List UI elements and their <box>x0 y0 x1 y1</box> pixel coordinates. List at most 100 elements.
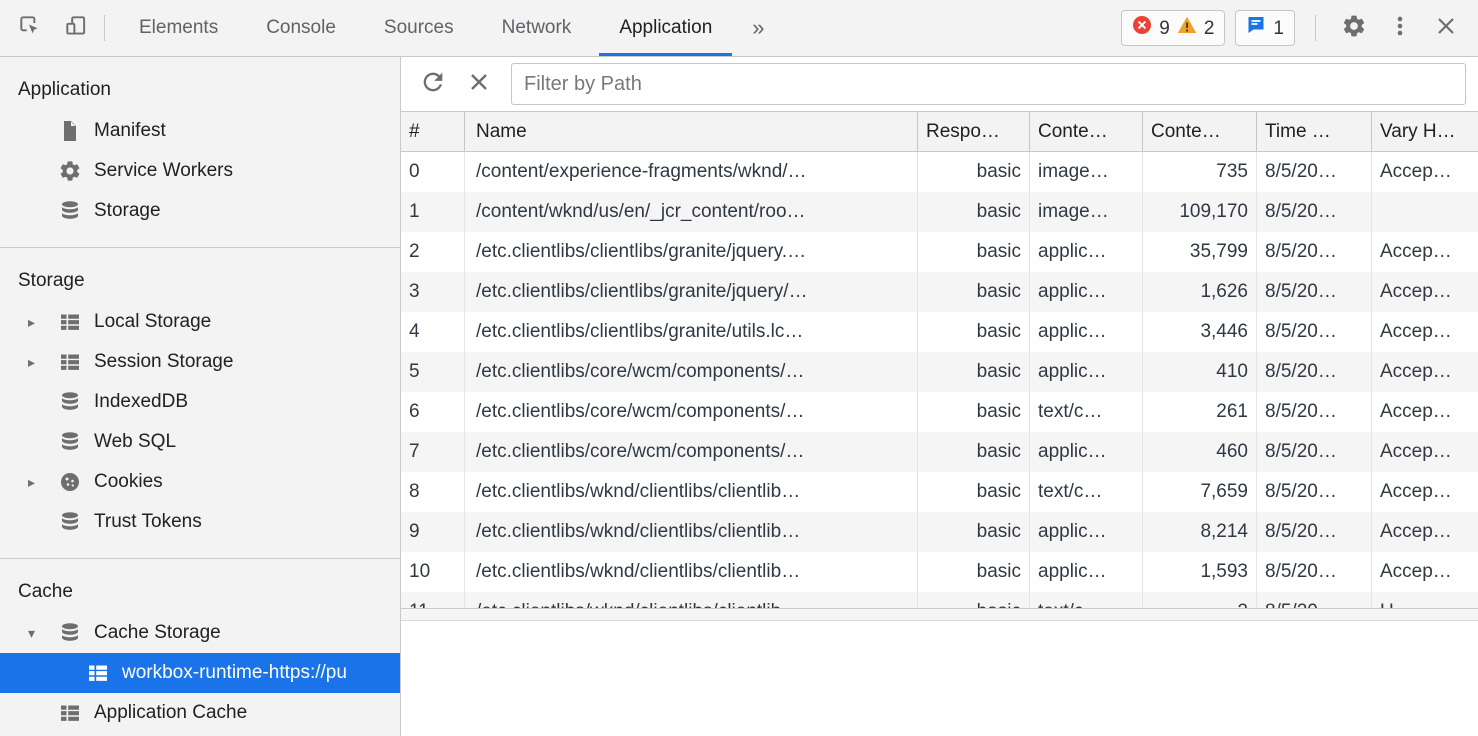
console-messages-badge[interactable]: 1 <box>1235 10 1295 46</box>
section-title: Application <box>0 57 400 111</box>
sidebar-item-local-storage[interactable]: ▸ Local Storage <box>0 302 400 342</box>
inspect-element-button[interactable] <box>12 10 48 46</box>
expander-collapsed-icon[interactable]: ▸ <box>28 354 58 371</box>
sidebar-item-storage[interactable]: Storage <box>0 191 400 231</box>
column-header-name[interactable]: Name <box>465 112 918 151</box>
console-issues-badge[interactable]: 9 2 <box>1121 10 1225 46</box>
table-row[interactable]: 10/etc.clientlibs/wknd/clientlibs/client… <box>401 552 1478 592</box>
table-cell: applic… <box>1030 312 1143 352</box>
table-cell: 8/5/20… <box>1257 352 1372 392</box>
table-cell: /etc.clientlibs/core/wcm/components/… <box>465 352 918 392</box>
table-cell: /etc.clientlibs/wknd/clientlibs/clientli… <box>465 472 918 512</box>
table-cell: Accep… <box>1372 352 1478 392</box>
table-cell: /etc.clientlibs/wknd/clientlibs/clientli… <box>465 552 918 592</box>
table-row[interactable]: 1/content/wknd/us/en/_jcr_content/roo…ba… <box>401 192 1478 232</box>
tab-network[interactable]: Network <box>478 0 596 56</box>
sidebar: ApplicationManifestService WorkersStorag… <box>0 57 401 736</box>
sidebar-item-cookies[interactable]: ▸Cookies <box>0 462 400 502</box>
sidebar-item-label: Cache Storage <box>94 622 221 644</box>
table-cell: Accep… <box>1372 152 1478 192</box>
sidebar-item-workbox-runtime-https-pu[interactable]: workbox-runtime-https://pu <box>0 653 400 693</box>
table-row[interactable]: 7/etc.clientlibs/core/wcm/components/…ba… <box>401 432 1478 472</box>
horizontal-scrollbar[interactable] <box>401 608 1478 621</box>
table-cell: 2 <box>401 232 465 272</box>
table-row[interactable]: 5/etc.clientlibs/core/wcm/components/…ba… <box>401 352 1478 392</box>
sidebar-item-application-cache[interactable]: Application Cache <box>0 693 400 733</box>
expander-collapsed-icon[interactable]: ▸ <box>28 474 58 491</box>
three-dots-icon <box>1387 13 1413 44</box>
column-header-vary-h[interactable]: Vary H… <box>1372 112 1478 151</box>
table-row[interactable]: 9/etc.clientlibs/wknd/clientlibs/clientl… <box>401 512 1478 552</box>
more-options-button[interactable] <box>1382 10 1418 46</box>
tab-application[interactable]: Application <box>595 0 736 56</box>
table-cell: 7 <box>401 432 465 472</box>
table-cell: 35,799 <box>1143 232 1257 272</box>
sidebar-item-session-storage[interactable]: ▸ Session Storage <box>0 342 400 382</box>
expander-expanded-icon[interactable]: ▾ <box>28 625 58 642</box>
column-header-conte[interactable]: Conte… <box>1030 112 1143 151</box>
table-icon <box>58 310 84 334</box>
sidebar-item-label: IndexedDB <box>94 391 188 413</box>
sidebar-section-storage: Storage▸Local Storage▸Session StorageInd… <box>0 248 400 559</box>
column-header-conte[interactable]: Conte… <box>1143 112 1257 151</box>
table-cell: /etc.clientlibs/clientlibs/granite/utils… <box>465 312 918 352</box>
table-cell: 8/5/20… <box>1257 232 1372 272</box>
table-row[interactable]: 6/etc.clientlibs/core/wcm/components/…ba… <box>401 392 1478 432</box>
database-icon <box>58 390 84 414</box>
table-cell: basic <box>918 352 1030 392</box>
message-bubble-icon <box>1246 15 1266 41</box>
sidebar-item-service-workers[interactable]: Service Workers <box>0 151 400 191</box>
table-cell: 8/5/20… <box>1257 152 1372 192</box>
refresh-button[interactable] <box>413 64 453 104</box>
sidebar-item-indexeddb[interactable]: IndexedDB <box>0 382 400 422</box>
inspect-cursor-icon <box>17 13 43 44</box>
sidebar-item-label: Manifest <box>94 120 166 142</box>
table-row[interactable]: 0/content/experience-fragments/wknd/…bas… <box>401 152 1478 192</box>
filter-by-path-input[interactable] <box>511 63 1466 105</box>
cookie-icon <box>58 470 84 494</box>
table-cell: 8 <box>401 472 465 512</box>
expander-collapsed-icon[interactable]: ▸ <box>28 314 58 331</box>
table-cell <box>1372 192 1478 232</box>
column-header-time[interactable]: Time … <box>1257 112 1372 151</box>
table-cell: 8/5/20… <box>1257 272 1372 312</box>
sidebar-item-trust-tokens[interactable]: Trust Tokens <box>0 502 400 542</box>
column-header-respo[interactable]: Respo… <box>918 112 1030 151</box>
sidebar-section-application: ApplicationManifestService WorkersStorag… <box>0 57 400 248</box>
sidebar-item-manifest[interactable]: Manifest <box>0 111 400 151</box>
device-toolbar-button[interactable] <box>58 10 94 46</box>
delete-selected-button[interactable] <box>459 64 499 104</box>
sidebar-item-label: Local Storage <box>94 311 211 333</box>
table-cell: basic <box>918 232 1030 272</box>
sidebar-item-cache-storage[interactable]: ▾ Cache Storage <box>0 613 400 653</box>
warning-icon <box>1177 15 1197 41</box>
table-cell: U… <box>1372 592 1478 608</box>
table-row[interactable]: 8/etc.clientlibs/wknd/clientlibs/clientl… <box>401 472 1478 512</box>
table-cell: 3,446 <box>1143 312 1257 352</box>
close-devtools-button[interactable] <box>1428 10 1464 46</box>
column-header-col0[interactable]: # <box>401 112 465 151</box>
tab-console[interactable]: Console <box>242 0 360 56</box>
settings-button[interactable] <box>1336 10 1372 46</box>
table-row[interactable]: 3/etc.clientlibs/clientlibs/granite/jque… <box>401 272 1478 312</box>
table-row[interactable]: 2/etc.clientlibs/clientlibs/granite/jque… <box>401 232 1478 272</box>
more-tabs-button[interactable]: » <box>736 0 780 56</box>
table-cell: /etc.clientlibs/clientlibs/granite/jquer… <box>465 232 918 272</box>
table-cell: Accep… <box>1372 392 1478 432</box>
sidebar-item-web-sql[interactable]: Web SQL <box>0 422 400 462</box>
table-cell: /etc.clientlibs/core/wcm/components/… <box>465 432 918 472</box>
tab-sources[interactable]: Sources <box>360 0 478 56</box>
table-row[interactable]: 11/etc.clientlibs/wknd/clientlibs/client… <box>401 592 1478 608</box>
table-cell: applic… <box>1030 272 1143 312</box>
table-cell: basic <box>918 552 1030 592</box>
preview-pane <box>401 621 1478 736</box>
table-row[interactable]: 4/etc.clientlibs/clientlibs/granite/util… <box>401 312 1478 352</box>
table-cell: text/c… <box>1030 472 1143 512</box>
refresh-icon <box>419 68 447 101</box>
table-cell: applic… <box>1030 552 1143 592</box>
sidebar-item-label: Session Storage <box>94 351 233 373</box>
close-icon <box>1434 14 1458 43</box>
tab-elements[interactable]: Elements <box>115 0 242 56</box>
sidebar-item-label: Web SQL <box>94 431 176 453</box>
table-cell: 6 <box>401 392 465 432</box>
